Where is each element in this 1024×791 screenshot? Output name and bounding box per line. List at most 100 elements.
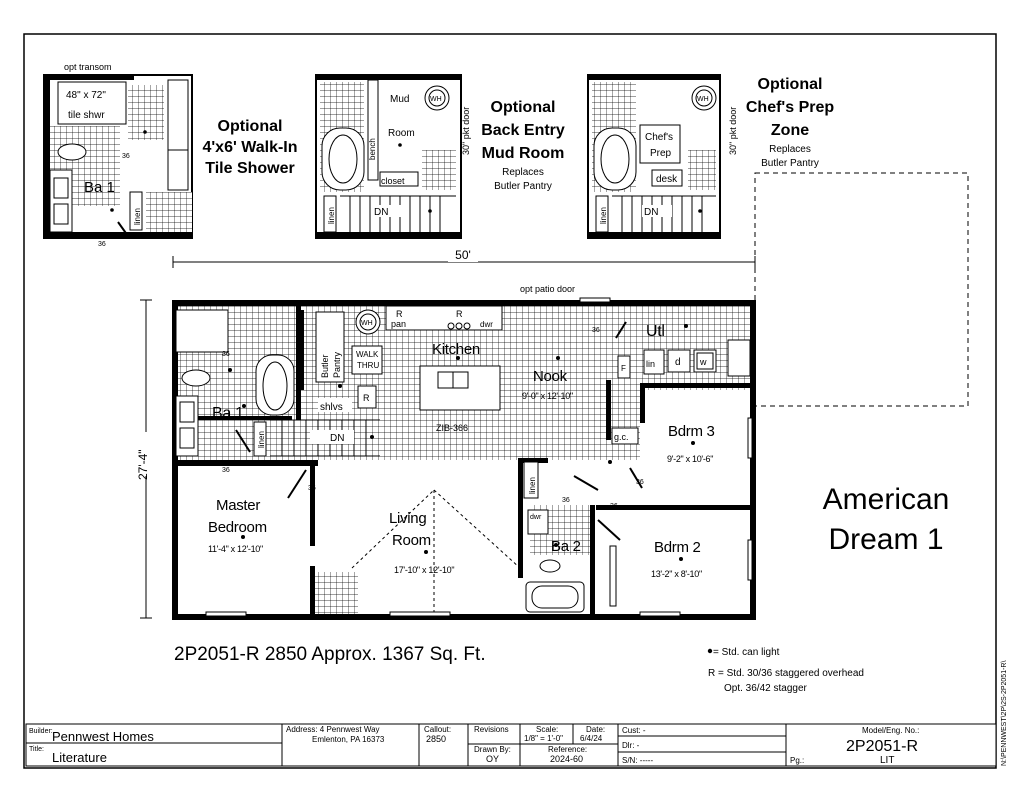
nook-size: 9'-0" x 12'-10" (522, 391, 573, 401)
pantry-label: Pantry (332, 351, 342, 378)
mud-bench-label: bench (368, 138, 377, 160)
dryer-label: d (675, 357, 681, 368)
plan-annotation-text: American (823, 483, 950, 516)
plan-annotation-text: Butler Pantry (761, 158, 819, 169)
gc-label: g.c. (614, 432, 629, 442)
plan-annotation-text: 36 (308, 485, 316, 492)
plan-annotation-text: Optional (491, 99, 556, 116)
plan-annotation-text: Zone (771, 122, 809, 139)
plan-annotation-text: = Std. can light (713, 647, 780, 658)
chef-door-label: 30" pkt door (728, 107, 738, 155)
title-block: Builder: Pennwest Homes Title: Literatur… (25, 723, 997, 767)
option-walk-in-shower: opt transom 48" x 72" tile shwr Ba 1 36 … (43, 62, 193, 248)
walk-in-shower-title: Optional 4'x6' Walk-In Tile Shower (202, 118, 297, 177)
master-label-2: Bedroom (208, 519, 267, 536)
chef-room-label-2: Prep (650, 148, 672, 159)
plan-annotation-text: R = Std. 30/36 staggered overhead (708, 668, 864, 679)
plan-annotation-text: Model/Eng. No.: (862, 726, 919, 735)
plan-annotation-text: Replaces (769, 144, 811, 155)
chef-dn-label: DN (644, 207, 658, 218)
depth-dimension: 27'-4" (134, 299, 152, 619)
page-border (23, 33, 997, 769)
range-r-label-2: R (456, 309, 463, 319)
shower-size-label: 48" x 72" (66, 90, 106, 101)
shower-door-36a: 36 (122, 153, 130, 160)
plan-annotation-text: 36 (222, 467, 230, 474)
shower-bath-label: Ba 1 (84, 179, 115, 196)
nook-label: Nook (533, 368, 568, 385)
plan-annotation-text: Butler Pantry (494, 181, 552, 192)
plan-annotation-text: 1/8" = 1'-0" (524, 734, 563, 743)
builder-name: Pennwest Homes (52, 729, 154, 744)
bdrm3-label: Bdrm 3 (668, 423, 715, 440)
plan-annotation-text: Emlenton, PA 16373 (312, 735, 385, 744)
plan-annotation-text: Dream 1 (828, 523, 943, 556)
living-label-2: Room (392, 532, 431, 549)
shlvs-label: shlvs (320, 402, 343, 413)
plan-annotation-text: Mud Room (482, 145, 565, 162)
plan-annotation-text: Title: (29, 746, 44, 753)
bdrm3-size: 9'-2" x 10'-6" (667, 454, 713, 464)
plan-annotation-text: Optional (758, 76, 823, 93)
mud-wh-label: WH (430, 96, 442, 103)
stair-dn-label: DN (330, 433, 344, 444)
mud-linen-label: linen (327, 207, 336, 224)
plan-annotation-text: Callout: (424, 725, 451, 734)
main-wh-label: WH (361, 320, 373, 327)
mud-closet-label: closet (381, 176, 405, 186)
mud-room-title: Optional Back Entry Mud Room Replaces Bu… (481, 99, 565, 192)
utl-lin-label: lin (646, 359, 655, 369)
room-labels: Ba 1 Kitchen Nook 9'-0" x 12'-10" Utl Bd… (208, 323, 715, 579)
mud-room-label-1: Mud (390, 94, 409, 105)
plan-annotation-text: 36 (610, 503, 618, 510)
plan-annotation-text: Pg.: (790, 756, 804, 765)
fridge-r-label: R (363, 393, 370, 403)
shower-door-36b: 36 (98, 241, 106, 248)
bdrm2-size: 13'-2" x 8'-10" (651, 569, 702, 579)
ba1-room-label: Ba 1 (212, 405, 244, 422)
plan-annotation-text: 6/4/24 (580, 734, 603, 743)
chefs-prep-title: Optional Chef's Prep Zone Replaces Butle… (746, 76, 835, 169)
plan-annotation-text: Opt. 36/42 stagger (724, 683, 808, 694)
plan-summary: 2P2051-R 2850 Approx. 1367 Sq. Ft. (174, 644, 486, 665)
plan-annotation-text: Dlr: - (622, 741, 640, 750)
plan-annotation-text: 36 (562, 497, 570, 504)
walk-label: WALK (356, 350, 379, 359)
plan-annotation-text: Optional (218, 118, 283, 135)
plan-annotation-text: Tile Shower (205, 160, 295, 177)
width-dimension: 50' (172, 248, 756, 268)
plan-annotation-text: Back Entry (481, 122, 565, 139)
chef-room-label-1: Chef's (645, 132, 673, 143)
plan-annotation-text: Revisions (474, 725, 509, 734)
mud-dn-label: DN (374, 207, 388, 218)
plan-annotation-text: 36 (636, 479, 644, 486)
drawing-title: Literature (52, 750, 107, 765)
plan-annotation-text: 36 (592, 327, 600, 334)
plan-annotation-text: 36 (222, 351, 230, 358)
option-mud-room: bench Mud Room WH closet 30" pkt door li… (315, 74, 471, 239)
plan-annotation-text: Reference: (548, 745, 587, 754)
butler-label: Butler (320, 354, 330, 378)
patio-door-label: opt patio door (520, 284, 575, 294)
utility-label: Utl (646, 323, 665, 340)
chef-linen-label: linen (599, 207, 608, 224)
pan-label: pan (391, 319, 406, 329)
shower-linen-label: linen (133, 208, 142, 225)
living-size: 17'-10" x 12'-10" (394, 565, 454, 575)
model-number: 2P2051-R (846, 738, 918, 755)
option-chefs-prep: Chef's Prep WH desk 30" pkt door linen D… (587, 74, 738, 239)
ba1-linen-label: linen (257, 431, 266, 448)
chef-wh-label: WH (697, 96, 709, 103)
plan-annotation-text: Chef's Prep (746, 99, 835, 116)
legend: = Std. can light R = Std. 30/36 staggere… (707, 647, 864, 694)
depth-dim-label: 27'-4" (136, 449, 150, 480)
plan-annotation-text: Cust: - (622, 726, 646, 735)
kitchen-label: Kitchen (432, 341, 480, 358)
plan-annotation-text: 2024-60 (550, 754, 583, 764)
plan-annotation-text: 4'x6' Walk-In (202, 139, 297, 156)
island-label: ZIB-366 (436, 423, 468, 433)
plan-annotation-text: Drawn By: (474, 745, 511, 754)
ba2-linen-label: linen (528, 477, 537, 494)
plan-annotation-text: OY (486, 754, 499, 764)
